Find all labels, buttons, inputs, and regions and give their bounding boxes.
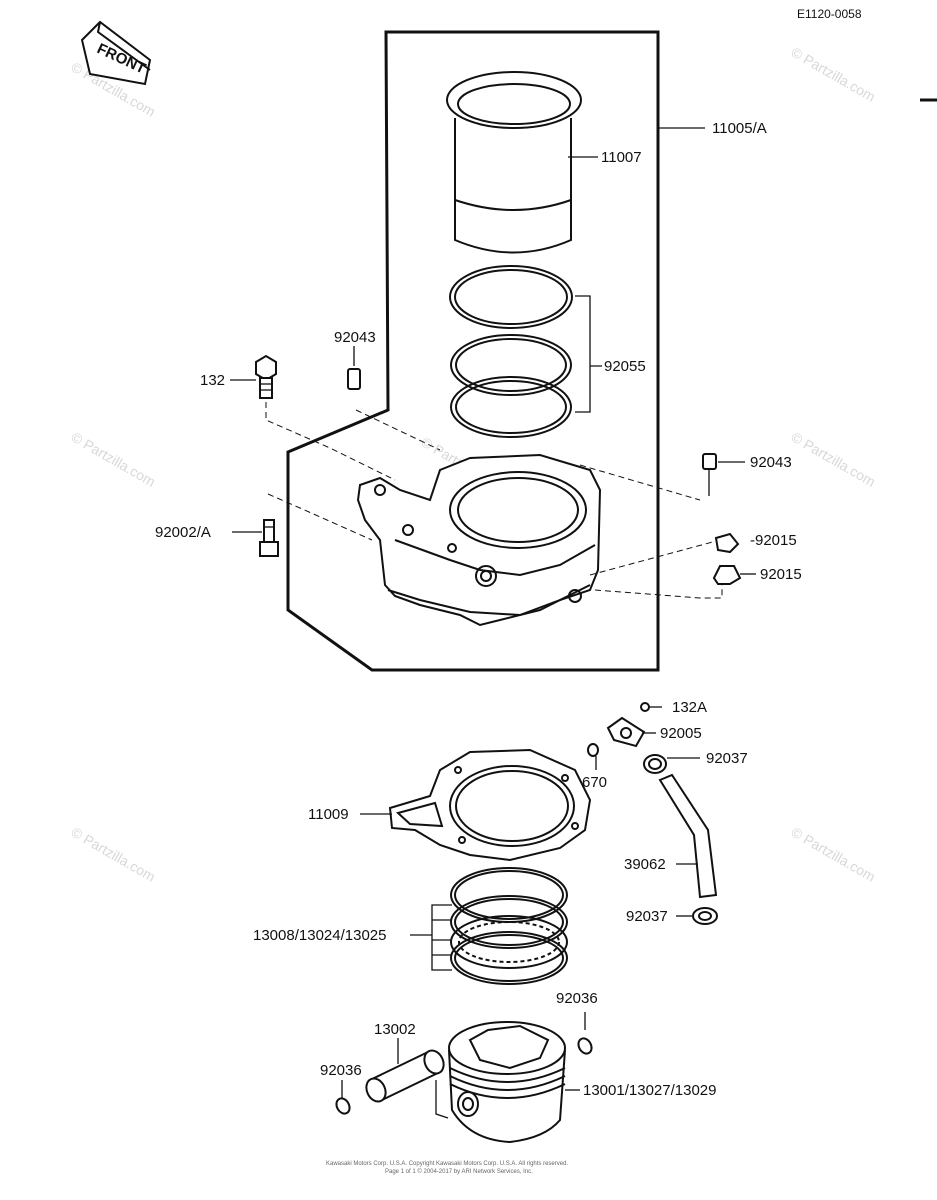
cylinder-block xyxy=(356,453,602,627)
front-arrow: FRONT xyxy=(80,20,152,86)
assembly-outline xyxy=(286,30,660,672)
fitting-92005 xyxy=(606,716,646,748)
watermark: © Partzilla.com xyxy=(789,824,879,885)
plug-92015-lower xyxy=(712,565,742,585)
diagram-code: E1120-0058 xyxy=(797,7,862,21)
plug-92015-upper xyxy=(714,532,740,554)
watermark: © Partzilla.com xyxy=(69,429,159,490)
stud-92002A xyxy=(259,519,279,557)
o-ring-670 xyxy=(587,743,599,757)
label-132: 132 xyxy=(200,372,225,389)
label-13001: 13001/13027/13029 xyxy=(583,1082,716,1099)
label-11005A: 11005/A xyxy=(712,120,767,137)
label-670: 670 xyxy=(582,774,607,791)
piston xyxy=(435,1021,566,1144)
watermark: © Partzilla.com xyxy=(789,44,879,105)
footer-line-1: Kawasaki Motors Corp. U.S.A. Copyright K… xyxy=(326,1161,568,1167)
label-13002: 13002 xyxy=(374,1021,416,1038)
label-11009: 11009 xyxy=(308,806,349,823)
label-132A: 132A xyxy=(672,699,707,716)
piston-pin xyxy=(365,1049,445,1103)
circlip-left xyxy=(335,1097,351,1115)
dowel-guide-line xyxy=(355,409,441,451)
hose-39062 xyxy=(658,773,718,899)
label-92002A: 92002/A xyxy=(155,524,211,541)
plug-guide-line xyxy=(589,539,721,576)
clamp-92037-upper xyxy=(643,754,667,774)
label-11007: 11007 xyxy=(601,149,642,166)
cylinder-liner xyxy=(446,71,582,254)
footer-line-2: Page 1 of 1 © 2004-2017 by ARI Network S… xyxy=(385,1168,533,1175)
watermark: © Partzilla.com xyxy=(789,429,879,490)
o-rings xyxy=(449,265,573,438)
plug-guide-line-2 xyxy=(594,580,723,599)
screw-132A xyxy=(640,702,662,712)
head-gasket xyxy=(388,748,592,862)
label-92037-lower: 92037 xyxy=(626,908,668,925)
circlip-right xyxy=(577,1037,593,1055)
piston-rings xyxy=(450,867,568,985)
label-92043-right: 92043 xyxy=(750,454,792,471)
label-92015-upper: -92015 xyxy=(750,532,797,549)
label-92055: 92055 xyxy=(604,358,646,375)
dowel-pin xyxy=(347,368,361,390)
stud-guide-line xyxy=(267,493,373,541)
leader-13008 xyxy=(410,904,452,971)
label-92005: 92005 xyxy=(660,725,702,742)
watermark: © Partzilla.com xyxy=(69,824,159,885)
label-92036-right: 92036 xyxy=(556,990,598,1007)
label-92015-lower: 92015 xyxy=(760,566,802,583)
label-39062: 39062 xyxy=(624,856,666,873)
label-13008: 13008/13024/13025 xyxy=(253,927,386,944)
label-92036-left: 92036 xyxy=(320,1062,362,1079)
bolt-132 xyxy=(255,354,277,399)
dowel-guide-line-right xyxy=(579,464,701,501)
label-92043-left: 92043 xyxy=(334,329,376,346)
clamp-92037-lower xyxy=(692,907,718,925)
leader-92055 xyxy=(575,295,602,413)
bolt-guide-line xyxy=(265,402,396,481)
dowel-pin-right xyxy=(702,453,717,470)
label-92037-upper: 92037 xyxy=(706,750,748,767)
